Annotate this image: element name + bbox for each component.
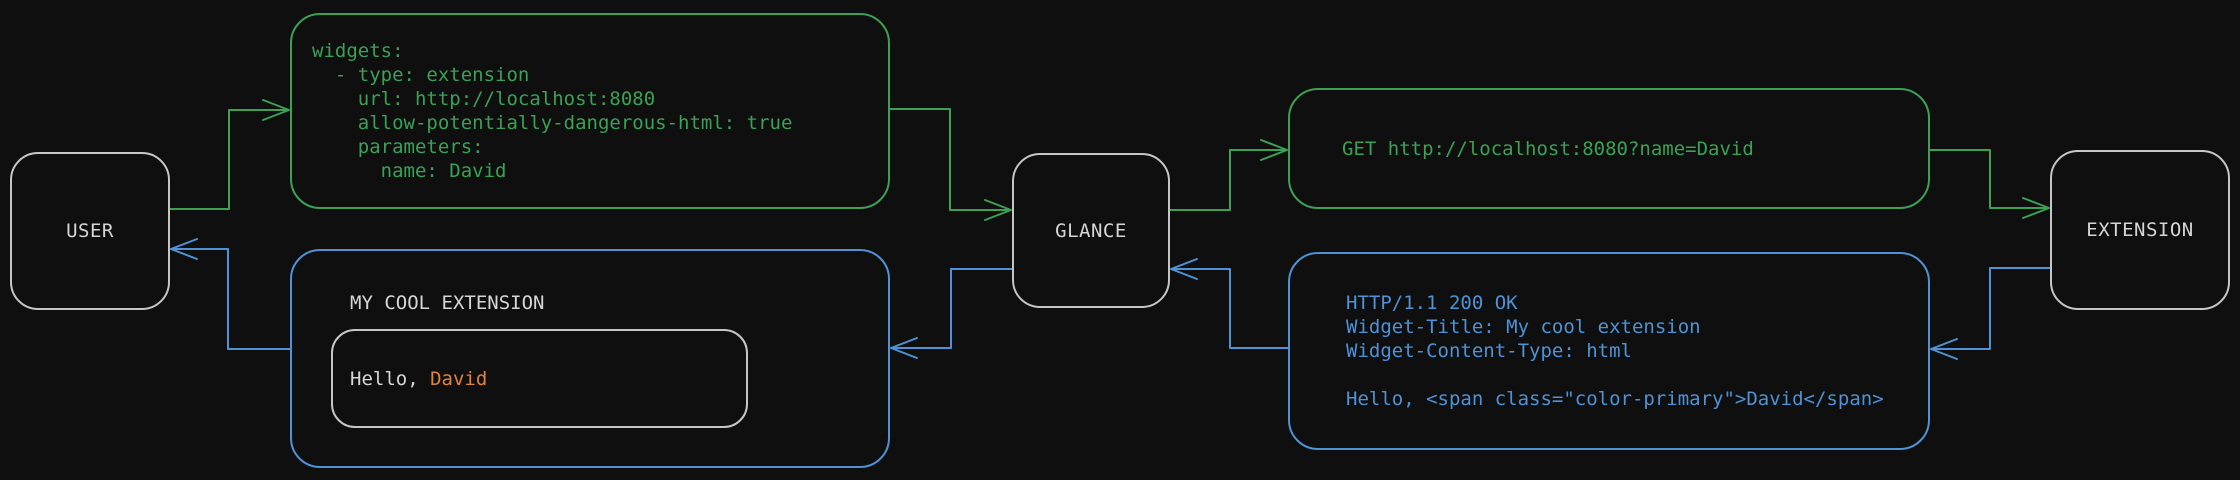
- http-response-code: HTTP/1.1 200 OK Widget-Title: My cool ex…: [1346, 292, 1884, 410]
- node-user: USER: [10, 152, 170, 310]
- connector-glance-to-request: [1169, 149, 1287, 211]
- arrowhead-into-extension-icon: [2022, 197, 2050, 219]
- node-extension-label: EXTENSION: [2086, 219, 2194, 241]
- widget-preview-title: MY COOL EXTENSION: [350, 292, 545, 314]
- http-request-code: GET http://localhost:8080?name=David: [1342, 137, 1754, 160]
- widget-preview-box: MY COOL EXTENSION Hello, David: [290, 249, 890, 468]
- config-yaml-code: widgets: - type: extension url: http://l…: [312, 40, 793, 182]
- arrowhead-into-response-icon: [1930, 338, 1958, 360]
- connector-request-to-extension: [1929, 149, 2049, 209]
- connector-config-to-glance: [889, 108, 1011, 211]
- connector-response-to-glance: [1171, 268, 1289, 349]
- arrowhead-into-request-icon: [1260, 139, 1288, 161]
- connector-user-to-config: [169, 109, 289, 210]
- widget-preview-content-box: Hello, David: [331, 329, 748, 428]
- arrowhead-into-glance-return-icon: [1170, 258, 1198, 280]
- node-extension: EXTENSION: [2050, 150, 2230, 310]
- connector-extension-to-response: [1931, 267, 2051, 350]
- node-user-label: USER: [66, 220, 114, 242]
- greeting-name: David: [430, 367, 488, 390]
- connector-preview-to-user: [171, 248, 291, 350]
- greeting-prefix: Hello,: [350, 367, 431, 390]
- arrowhead-into-preview-icon: [890, 337, 918, 359]
- node-glance: GLANCE: [1012, 153, 1170, 308]
- greeting-text: Hello, David: [350, 367, 487, 391]
- http-request-box: GET http://localhost:8080?name=David: [1288, 88, 1930, 209]
- config-yaml-box: widgets: - type: extension url: http://l…: [290, 13, 890, 209]
- connector-glance-to-preview: [891, 268, 1013, 349]
- http-response-box: HTTP/1.1 200 OK Widget-Title: My cool ex…: [1288, 252, 1930, 450]
- arrowhead-into-config-icon: [262, 99, 290, 121]
- node-glance-label: GLANCE: [1055, 219, 1127, 242]
- arrowhead-into-glance-icon: [984, 199, 1012, 221]
- arrowhead-into-user-icon: [170, 238, 198, 260]
